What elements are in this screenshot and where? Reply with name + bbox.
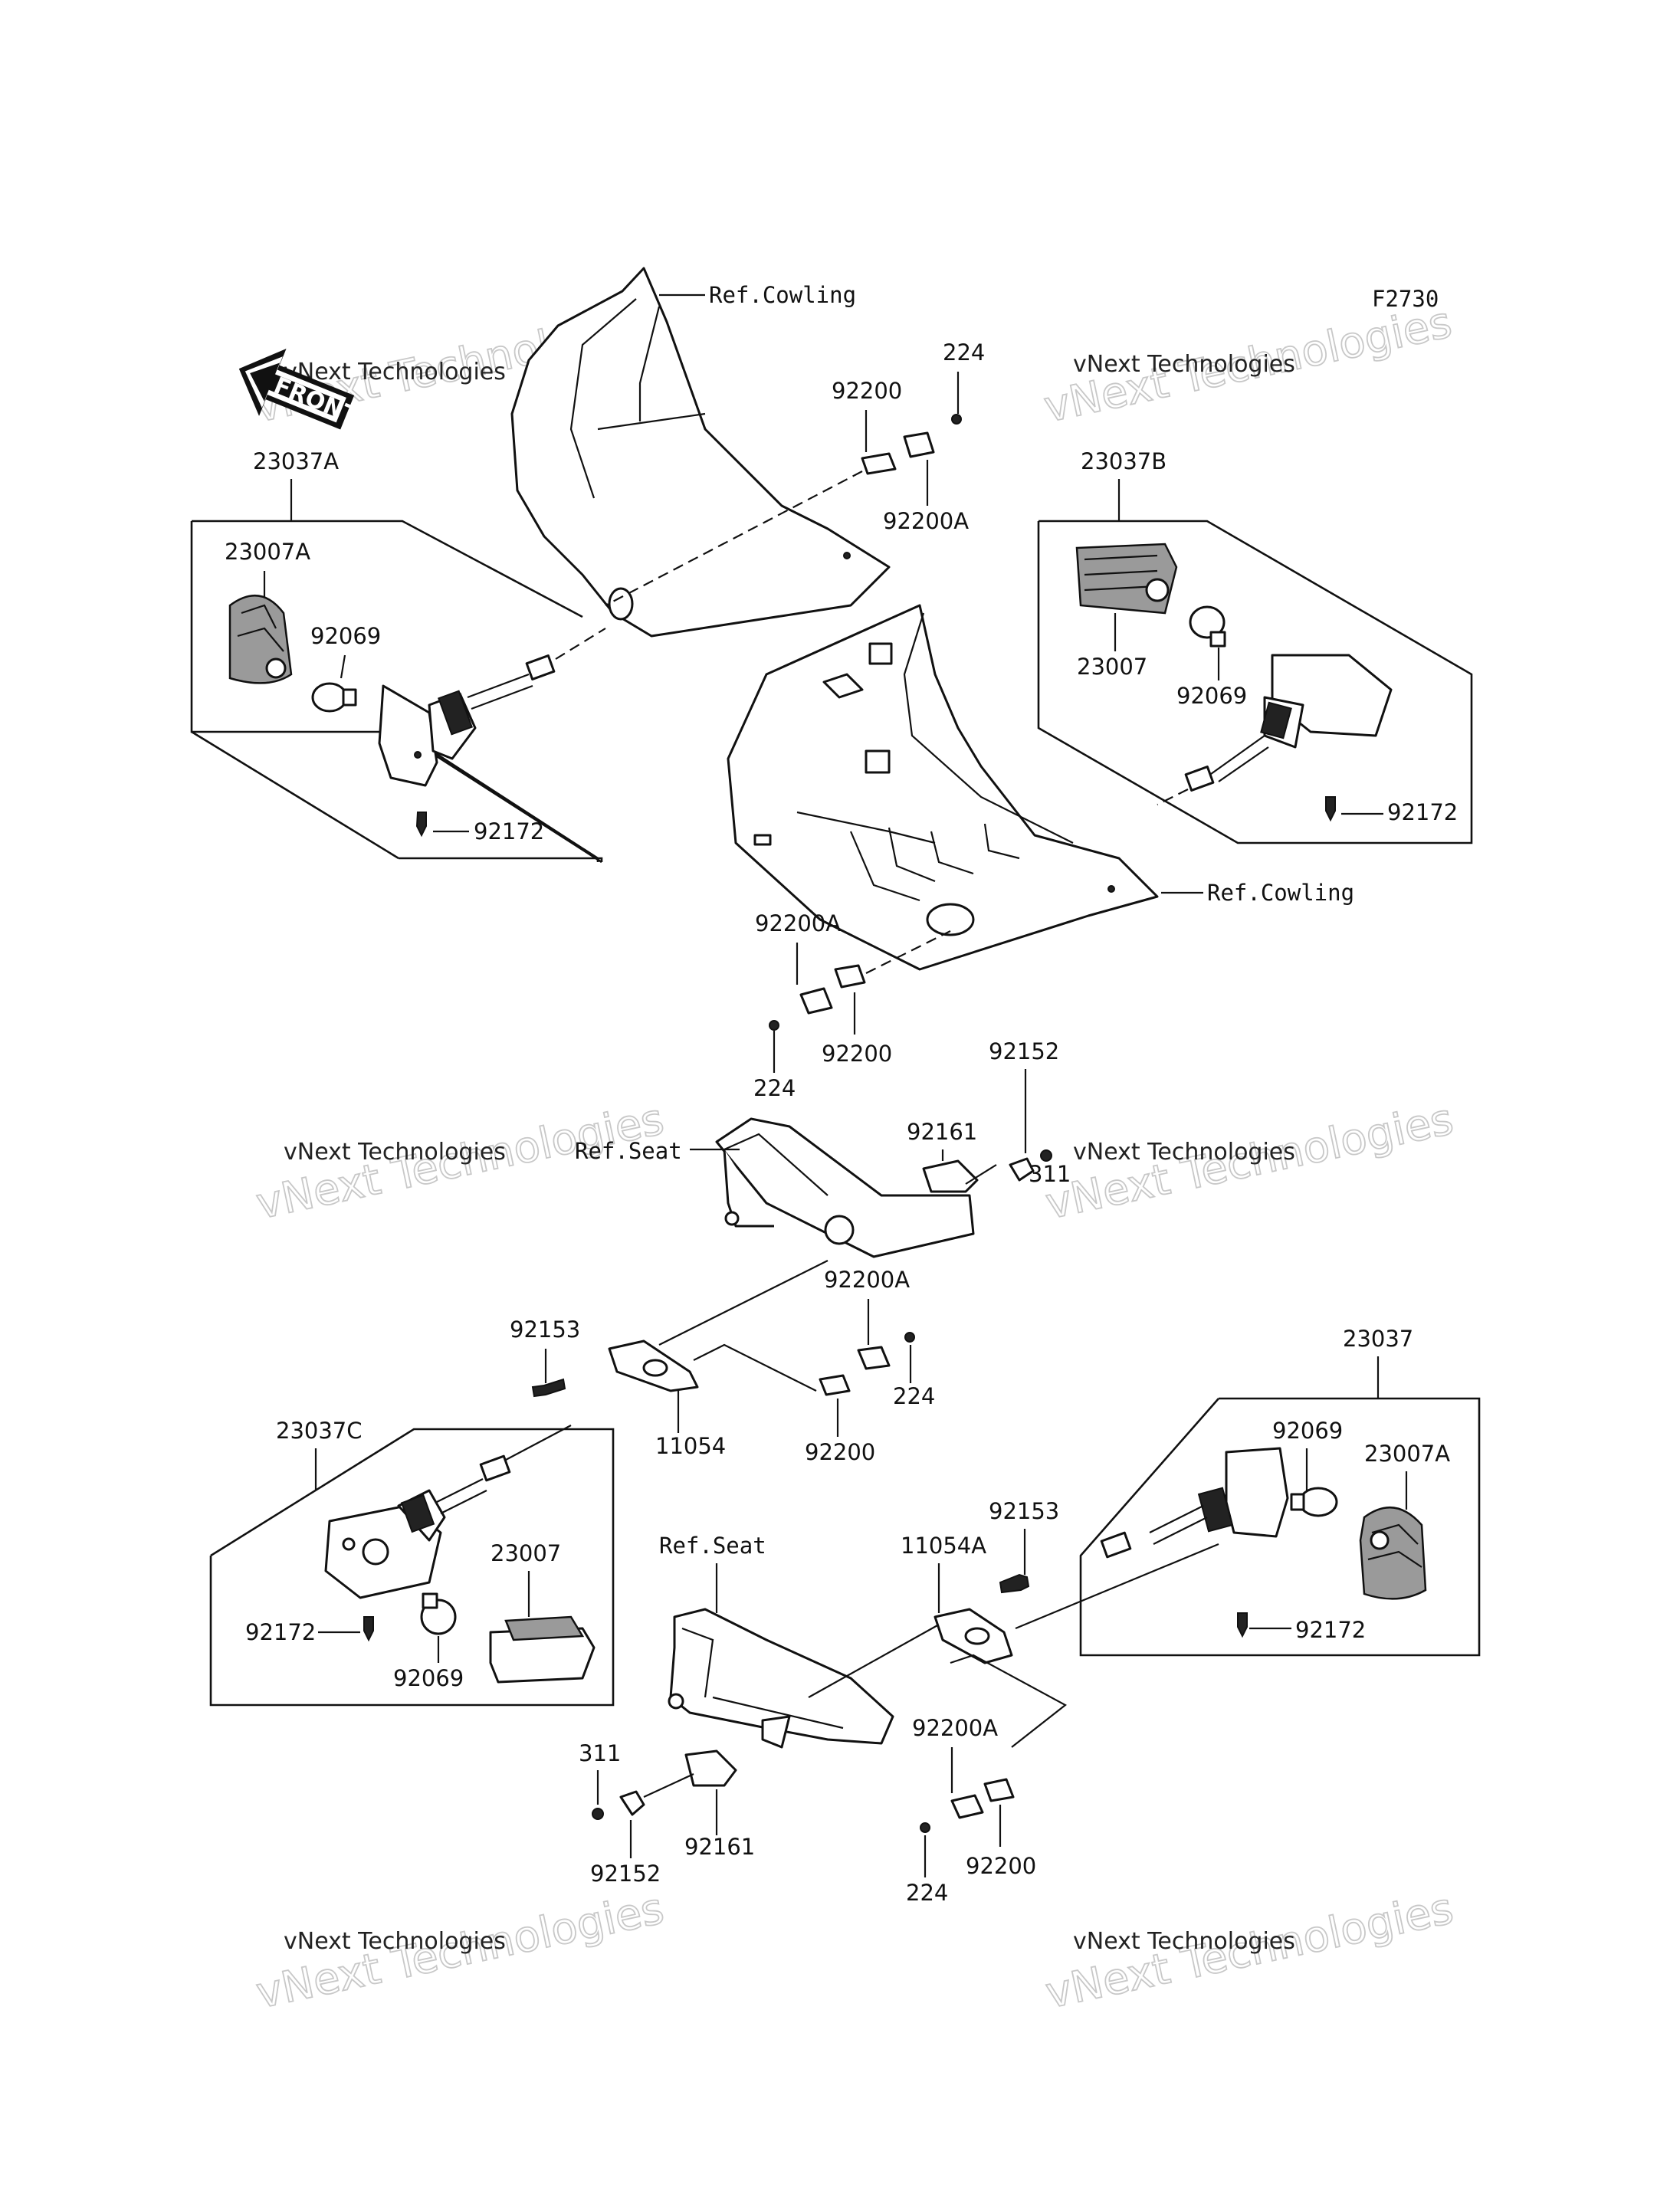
turn-signal-body-right-front [1184,654,1393,792]
label-92161-lower: 92161 [684,1834,755,1860]
watermark-text-bottom-left: vNext Technologies [284,1928,506,1955]
watermark-text-mid-left: vNext Technologies [284,1139,506,1166]
bracket-11054a [934,1608,1013,1664]
damper-92161-lower [684,1749,737,1787]
bulb-92069-left [311,682,357,713]
label-23037c: 23037C [276,1418,363,1444]
label-92200-bottom: 92200 [966,1853,1036,1879]
label-23037a: 23037A [253,448,339,474]
screw-92172-rear-left [363,1616,374,1642]
lens-23007a-rear-right [1359,1506,1427,1600]
damper-92161-upper [922,1159,979,1193]
label-92069-rear-right: 92069 [1272,1418,1343,1444]
lens-23007a-left [228,594,293,684]
turn-signal-body-left-front [378,654,556,787]
label-311-lower: 311 [579,1740,621,1766]
label-92172-rear-left: 92172 [245,1619,316,1645]
label-92200-lower-mid: 92200 [805,1439,875,1465]
bulb-92069-rear-right [1290,1487,1338,1517]
label-92161-upper: 92161 [907,1119,977,1145]
ref-seat-label-lower: Ref.Seat [659,1533,766,1559]
turn-signal-body-right-rear [1100,1447,1289,1559]
label-224-top: 224 [943,339,985,366]
mount-bracket-top [861,414,962,475]
label-92153-right: 92153 [989,1498,1059,1524]
nut-311-upper [1040,1149,1052,1162]
label-224-mid: 224 [753,1075,796,1101]
turn-signal-body-left-rear [324,1454,511,1599]
label-92172-front-right: 92172 [1387,799,1458,825]
label-23007a-left: 23007A [225,539,310,565]
label-11054a: 11054A [901,1533,986,1559]
watermark-text-top-right: vNext Technologies [1073,351,1295,378]
bracket-11054 [608,1340,699,1392]
label-92200a-top: 92200A [883,508,969,534]
label-92069-left: 92069 [310,623,381,649]
mount-bracket-mid [769,964,866,1031]
ref-cowling-label-lower: Ref.Cowling [1207,880,1354,906]
figure-code: F2730 [1372,286,1439,312]
label-224-lower-mid: 224 [893,1383,935,1409]
label-23007-rear-left: 23007 [491,1540,561,1566]
screw-92172-front-left [415,812,427,838]
watermark-text-bottom-right: vNext Technologies [1073,1928,1295,1955]
bulb-92069-right [1189,605,1226,648]
screw-92153-left [531,1378,566,1398]
label-92172-front-left: 92172 [474,818,544,844]
cowling-left [510,267,891,638]
cowling-right [727,604,1159,971]
label-92200a-mid: 92200A [755,910,841,936]
watermark-text-mid-right: vNext Technologies [1073,1139,1295,1166]
mount-bracket-bottom [920,1778,1015,1833]
label-92200a-lower-mid: 92200A [824,1267,910,1293]
label-23037: 23037 [1343,1326,1413,1352]
label-92152-upper: 92152 [989,1038,1059,1064]
lens-23007-rear-left [489,1615,596,1684]
screw-92172-rear-right [1237,1612,1248,1638]
screw-92172-front-right [1325,796,1336,822]
nut-311-lower [592,1808,604,1820]
mount-bracket-lower-mid [819,1332,915,1396]
ref-cowling-label-upper: Ref.Cowling [709,282,856,308]
collar-92152-lower [619,1790,645,1816]
ref-seat-label-upper: Ref.Seat [575,1138,682,1164]
watermark-text-top-left: vNext Technologies [284,359,506,385]
label-224-bottom: 224 [906,1880,948,1906]
label-23007-right: 23007 [1077,654,1147,680]
screw-92153-right [999,1573,1030,1594]
seat-bracket-upper [715,1117,975,1258]
label-92172-rear-right: 92172 [1295,1617,1366,1643]
label-92200a-bottom: 92200A [912,1715,998,1741]
label-23037b: 23037B [1081,448,1166,474]
label-11054: 11054 [655,1433,726,1459]
collar-92152-upper [1009,1157,1035,1182]
front-arrow-icon: FRONT [238,348,362,430]
bulb-92069-rear-left [420,1592,457,1635]
label-92153-left: 92153 [510,1317,580,1343]
label-311-upper: 311 [1029,1161,1071,1187]
label-92069-rear-left: 92069 [393,1665,464,1691]
label-92152-lower: 92152 [590,1861,661,1887]
seat-bracket-lower [668,1608,894,1749]
label-92200-top: 92200 [832,378,902,404]
label-92200-mid: 92200 [822,1041,892,1067]
label-92069-right: 92069 [1176,683,1247,709]
label-23007a-rear-right: 23007A [1364,1441,1450,1467]
lens-23007-right [1075,543,1178,615]
